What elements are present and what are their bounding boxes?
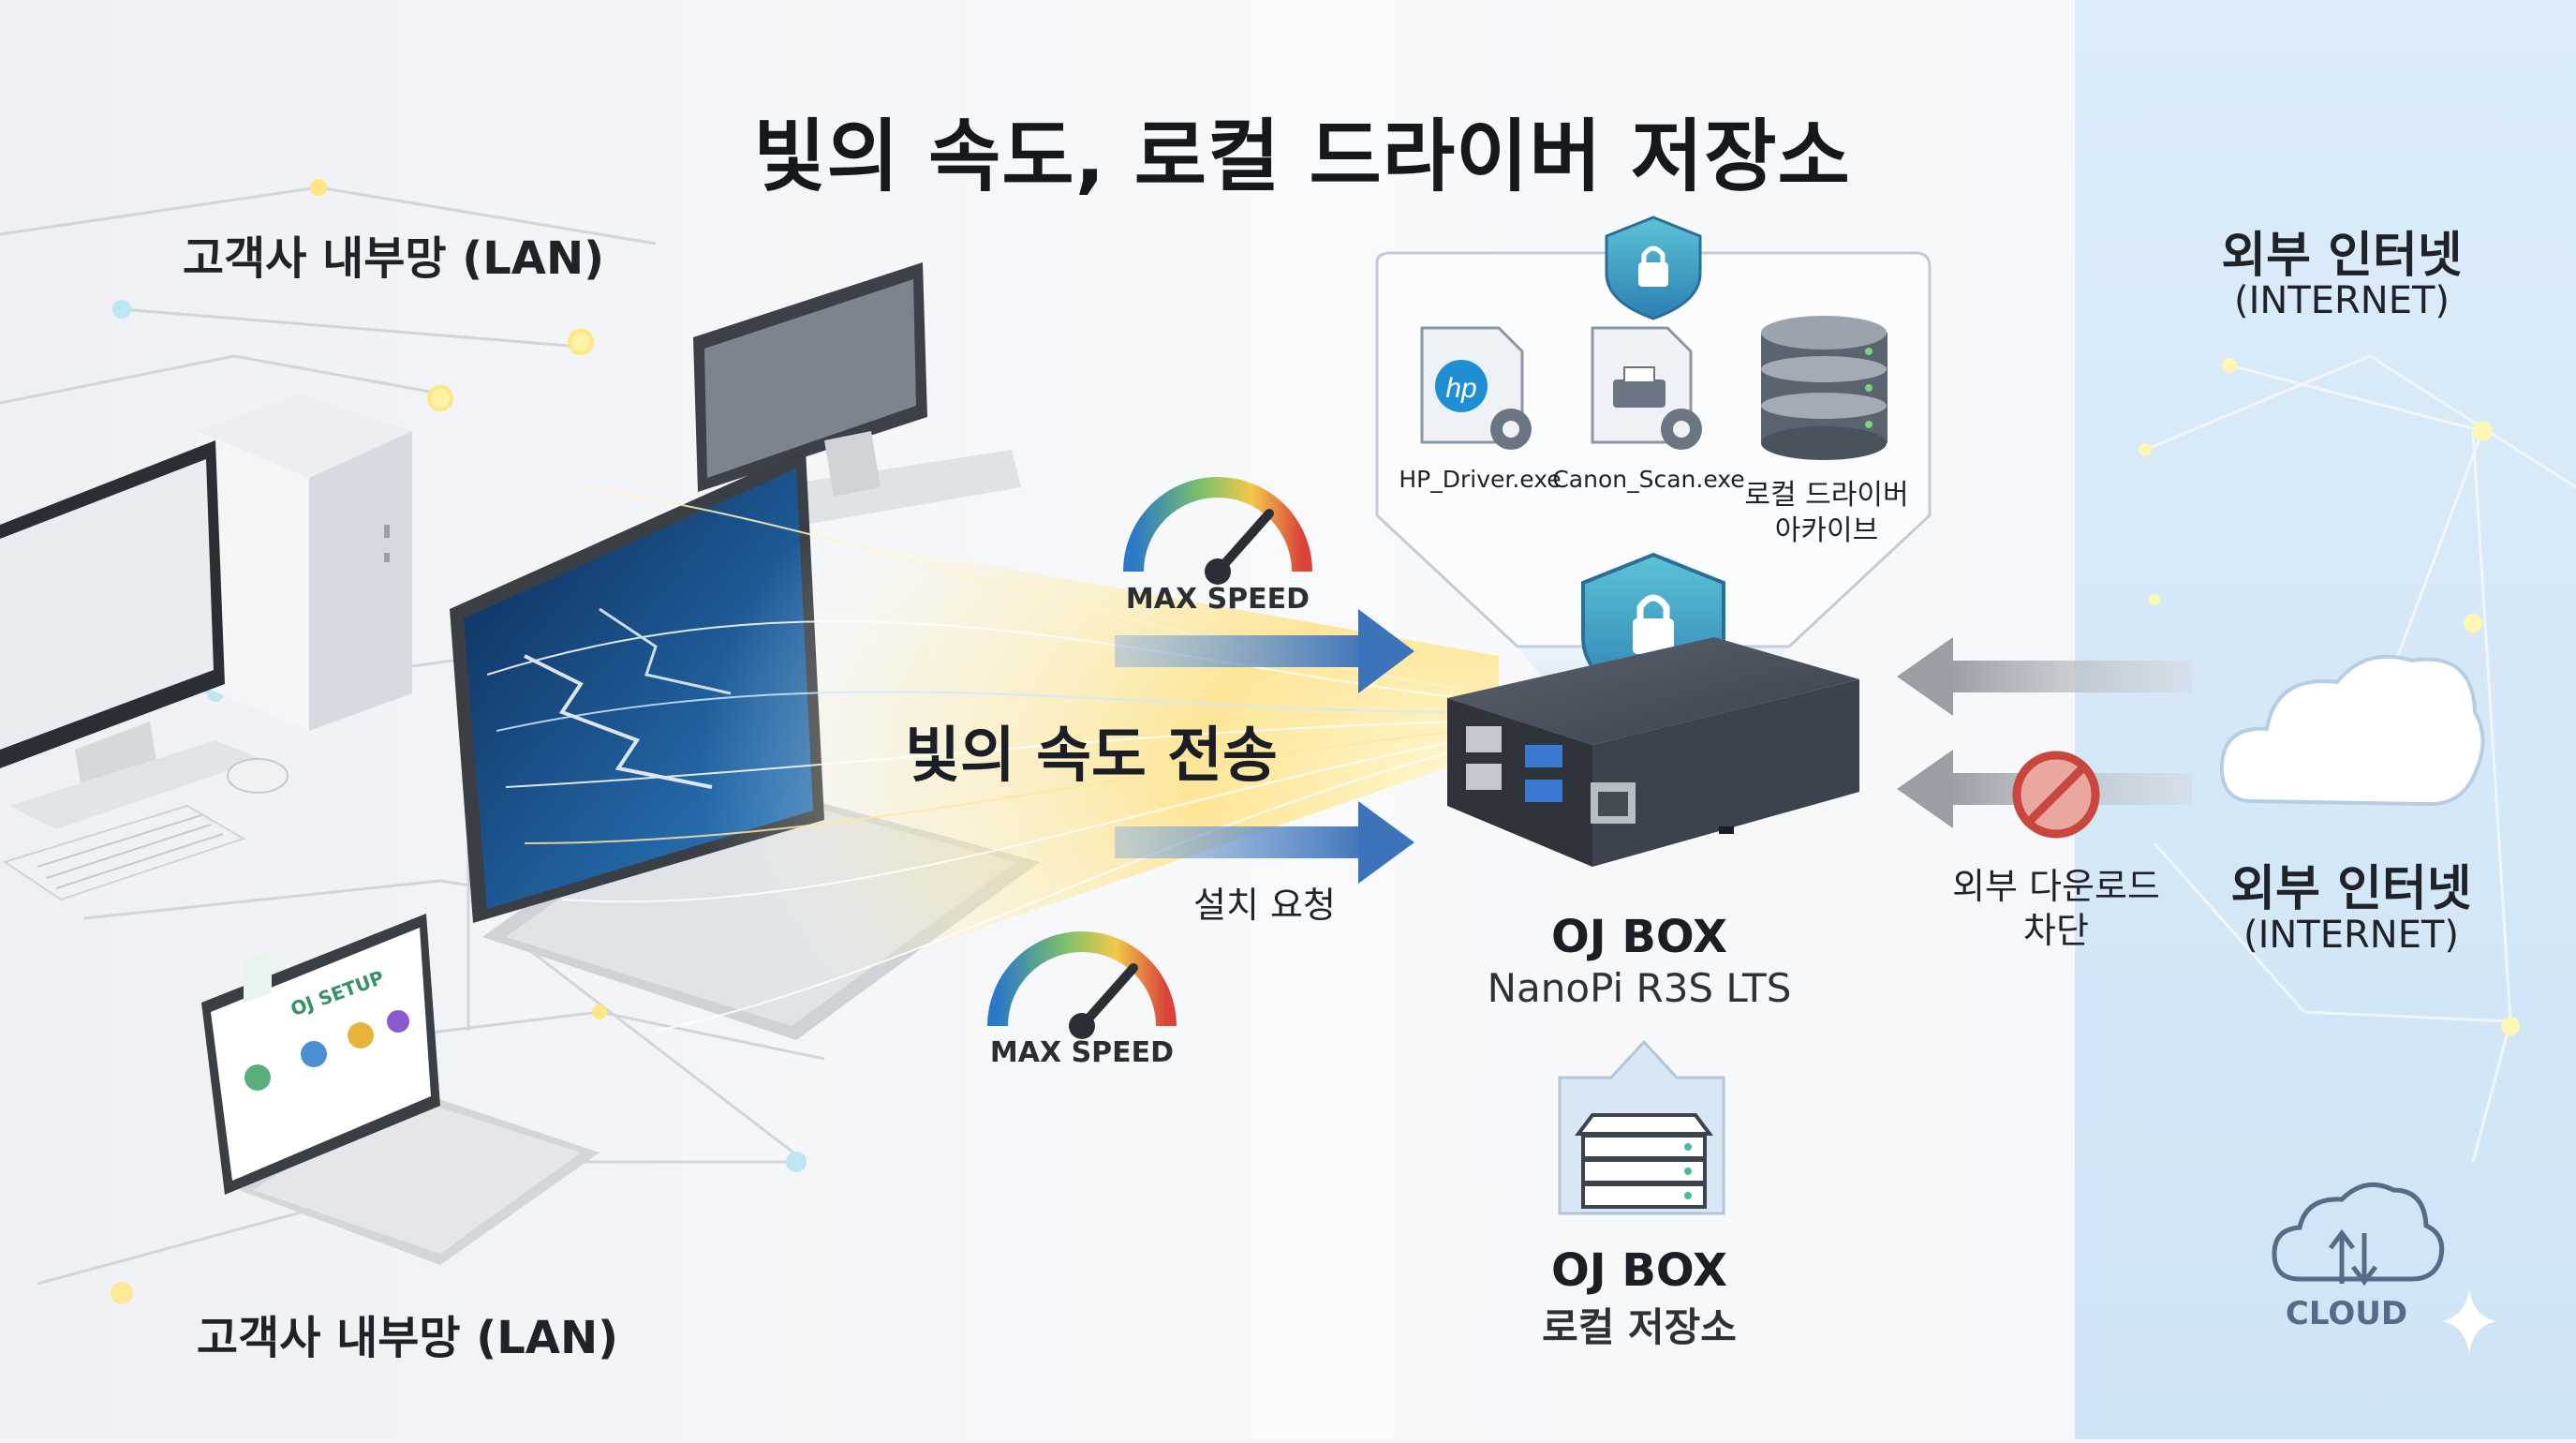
block-label-line2: 차단 — [2023, 910, 2089, 951]
flow-label: 빛의 속도 전송 — [905, 722, 1278, 791]
diagram-title: 빛의 속도, 로컬 드라이버 저장소 — [753, 111, 1851, 202]
cloud-upload-icon — [2272, 1182, 2445, 1287]
storage-server-icon — [1558, 1039, 1725, 1215]
hp-driver-file-icon: hp — [1420, 326, 1532, 450]
archive-file-name-2: Canon_Scan.exe — [1552, 466, 1745, 493]
desktop-tower — [197, 394, 412, 731]
oj-box-device — [1447, 637, 1859, 867]
database-archive-icon — [1761, 316, 1888, 460]
internet-sublabel-mid: (INTERNET) — [2243, 914, 2460, 957]
archive-storage-label-line2: 아카이브 — [1774, 514, 1879, 547]
block-label-line1: 외부 다운로드 — [1952, 866, 2160, 907]
device-name: OJ BOX — [1550, 911, 1728, 963]
lan-label-bottom: 고객사 내부망 (LAN) — [196, 1312, 619, 1364]
internet-label-mid: 외부 인터넷 — [2230, 861, 2472, 917]
background-monitor — [693, 262, 1021, 529]
internet-nodes — [2139, 358, 2520, 1035]
printer-file-icon — [1591, 326, 1702, 450]
archive-file-name-1: HP_Driver.exe — [1399, 466, 1562, 493]
speed-gauge-bottom — [987, 931, 1177, 1039]
cloud-label: CLOUD — [2285, 1295, 2408, 1332]
cloud-icon — [2219, 654, 2485, 807]
device-model: NanoPi R3S LTS — [1487, 965, 1792, 1011]
internet-arrow-top — [1897, 637, 2192, 716]
max-speed-label-bottom: MAX SPEED — [989, 1036, 1175, 1069]
small-laptop — [201, 914, 600, 1265]
local-storage-name: OJ BOX — [1550, 1244, 1728, 1297]
svg-text:hp: hp — [1445, 373, 1476, 404]
install-request-arrow — [1115, 801, 1414, 884]
max-speed-label-top: MAX SPEED — [1125, 583, 1310, 616]
archive-storage-label-line1: 로컬 드라이버 — [1744, 479, 1909, 512]
desktop-keyboard — [2, 758, 289, 901]
internet-sublabel-top: (INTERNET) — [2233, 279, 2450, 322]
speed-gauge-top — [1123, 477, 1312, 585]
desktop-monitor — [0, 440, 262, 829]
lan-label-top: 고객사 내부망 (LAN) — [182, 232, 605, 285]
block-icon — [2012, 751, 2100, 839]
lan-network-nodes — [111, 179, 807, 1304]
transfer-arrow-top — [1115, 609, 1414, 693]
archive-shield-icon — [1605, 216, 1702, 320]
local-storage-label: 로컬 저장소 — [1542, 1304, 1737, 1350]
install-request-label: 설치 요청 — [1193, 885, 1336, 926]
internet-label-top: 외부 인터넷 — [2221, 228, 2463, 284]
sparkle-icon — [2442, 1288, 2496, 1354]
